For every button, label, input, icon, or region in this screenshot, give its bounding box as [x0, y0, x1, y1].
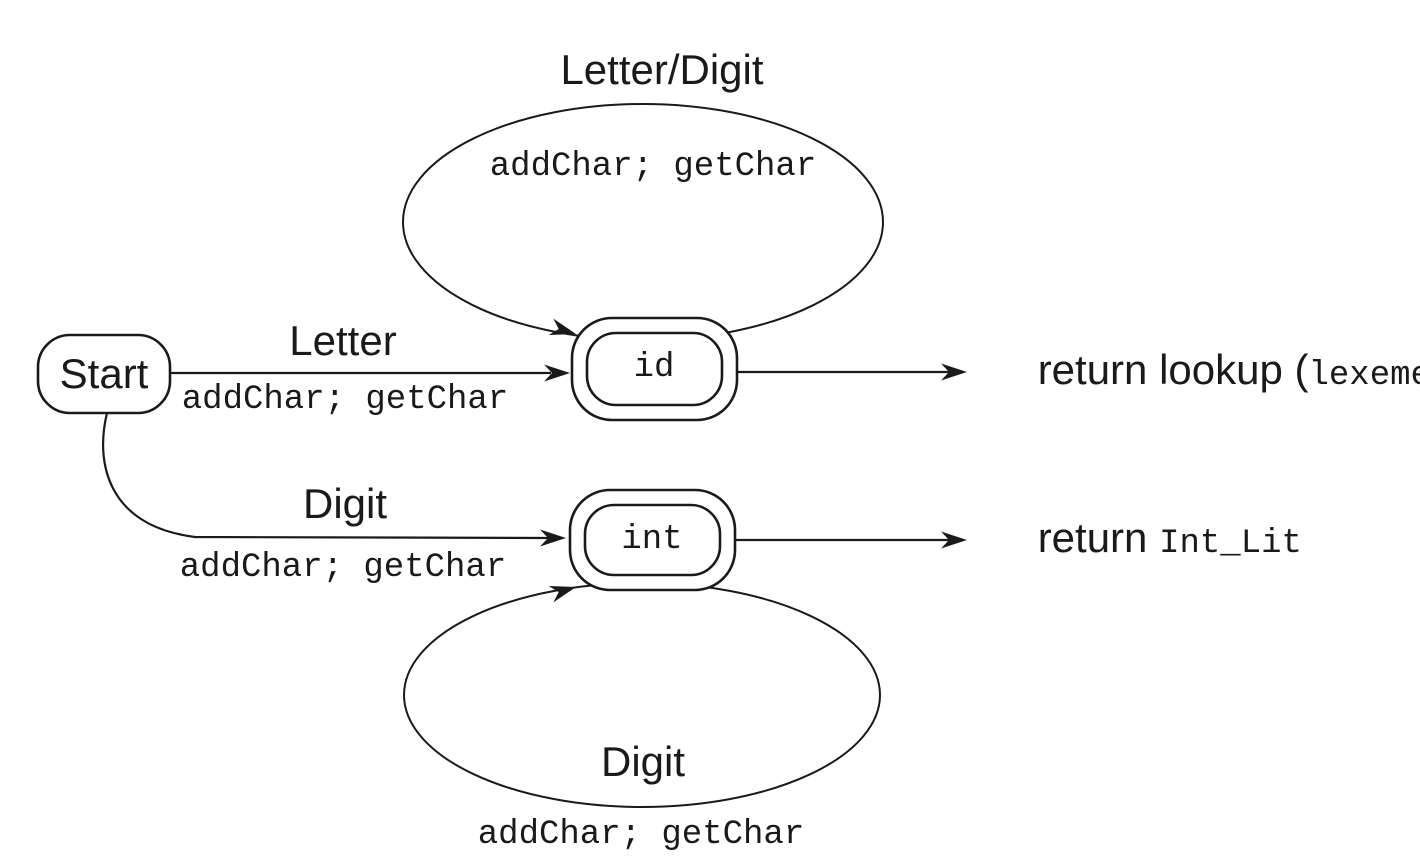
arrowhead-start-to-int	[540, 529, 566, 547]
arrowhead-id-exit	[941, 363, 967, 381]
state-int-label: int	[621, 521, 683, 559]
id-exit-prefix: return lookup (	[1037, 346, 1309, 393]
int-exit-code: Int_Lit	[1159, 525, 1302, 563]
id-self-loop-action-label: addChar; getChar	[489, 148, 817, 186]
state-id-label: id	[633, 349, 675, 387]
arrowhead-int-exit	[941, 531, 967, 549]
arrowhead-int-self-loop	[548, 585, 576, 603]
int-self-loop-action-label: addChar; getChar	[477, 816, 805, 854]
int-exit-action-label: return Int_Lit	[991, 475, 1302, 603]
id-self-loop-path	[402, 103, 884, 341]
id-self-loop-condition-label: Letter/Digit	[560, 46, 764, 93]
edge-start-to-int	[101, 412, 549, 540]
state-id-inner-shape	[585, 331, 724, 407]
start-to-id-action-label: addChar; getChar	[181, 381, 509, 419]
id-exit-code: lexeme	[1308, 357, 1420, 395]
state-int-inner-shape	[583, 503, 722, 577]
start-to-id-condition-label: Letter	[289, 317, 397, 364]
arrowhead-id-self-loop	[548, 318, 576, 336]
int-self-loop-condition-label: Digit	[600, 738, 686, 785]
arrowhead-start-to-id	[544, 364, 570, 382]
start-to-int-condition-label: Digit	[302, 480, 388, 527]
id-exit-action-label: return lookup (lexeme)	[991, 307, 1420, 435]
state-start-label: Start	[59, 350, 149, 397]
int-exit-prefix: return	[1037, 514, 1160, 561]
start-to-int-action-label: addChar; getChar	[179, 549, 507, 587]
